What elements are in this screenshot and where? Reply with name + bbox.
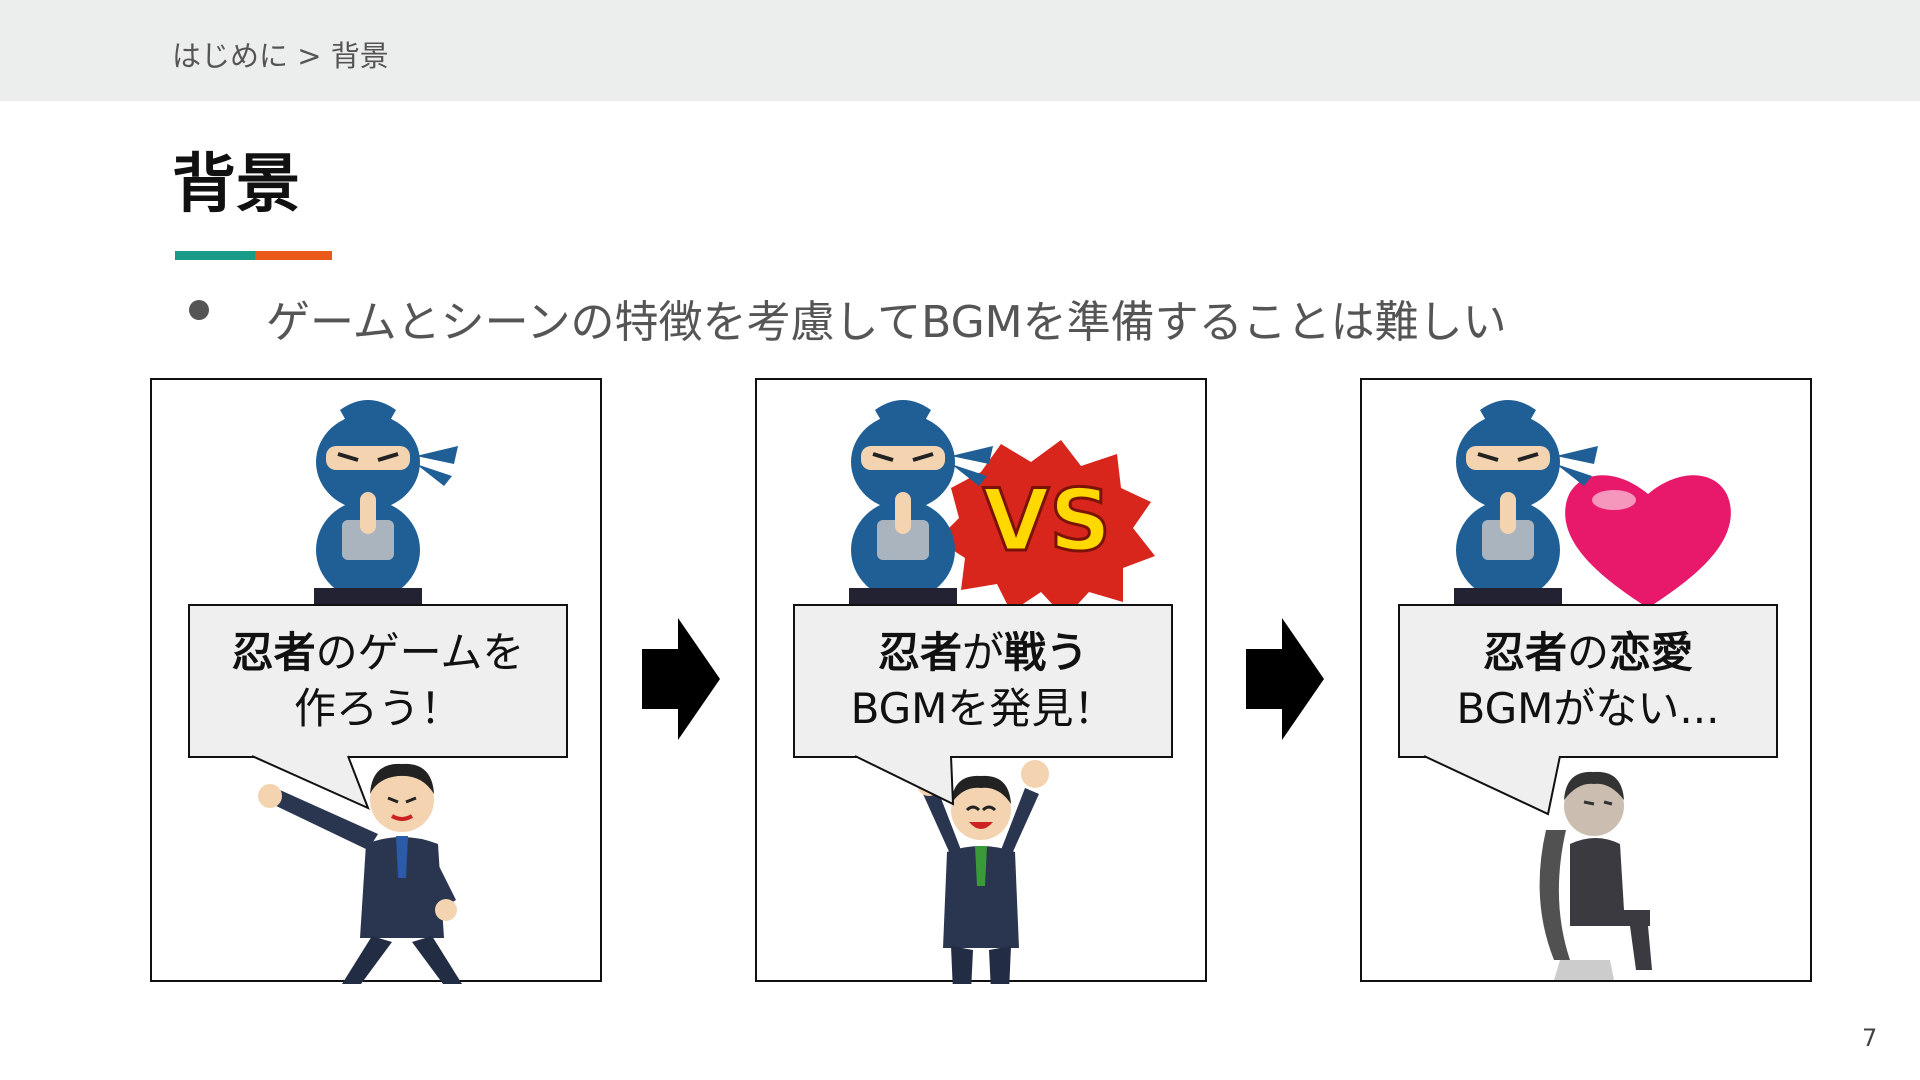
businessman-pointing-icon <box>258 763 462 984</box>
bubble-keyword: 恋愛 <box>1609 628 1694 677</box>
speech-bubble-tail <box>854 755 955 806</box>
bubble-line-2: 作ろう！ <box>293 684 462 733</box>
accent-bar-orange <box>255 251 332 260</box>
right-arrow-icon <box>1246 618 1324 740</box>
bubble-line-2: BGMを発見！ <box>850 684 1116 733</box>
speech-bubble-tail <box>1423 755 1561 816</box>
vs-burst-icon: VS <box>937 440 1155 618</box>
bubble-keyword: 戦う <box>1004 628 1089 677</box>
bullet-point-icon <box>189 300 209 320</box>
speech-bubble: 忍者のゲームを 作ろう！ <box>188 604 568 758</box>
panel-1: 忍者のゲームを 作ろう！ <box>150 378 602 984</box>
panel-3: 忍者の恋愛 BGMがない... <box>1360 378 1812 982</box>
vs-text: VS <box>983 471 1112 571</box>
panel-2-art: VS <box>849 400 1155 984</box>
bubble-text: の <box>1566 628 1609 677</box>
page-number: 7 <box>1862 1024 1878 1052</box>
panel-3-art <box>1454 400 1731 980</box>
bubble-line-2: BGMがない... <box>1456 684 1720 733</box>
speech-bubble: 忍者が戦う BGMを発見！ <box>793 604 1173 758</box>
breadcrumb: はじめに > 背景 <box>172 39 389 73</box>
bubble-text: が <box>961 628 1004 677</box>
ninja-icon <box>1454 400 1598 604</box>
ninja-icon <box>314 400 458 604</box>
speech-bubble-tail <box>251 755 370 810</box>
ninja-icon <box>849 400 993 604</box>
bullet-text: ゲームとシーンの特徴を考慮してBGMを準備することは難しい <box>266 297 1507 348</box>
bubble-keyword: 忍者 <box>877 628 962 677</box>
header-bar: はじめに > 背景 <box>0 0 1920 101</box>
accent-bar-teal <box>175 251 255 260</box>
right-arrow-icon <box>642 618 720 740</box>
panel-1-art <box>258 400 462 984</box>
panel-2: VS 忍者が戦う BGMを発見！ <box>755 378 1207 984</box>
speech-bubble: 忍者の恋愛 BGMがない... <box>1398 604 1778 758</box>
page-title: 背景 <box>172 148 300 222</box>
businessman-depressed-icon <box>1539 771 1652 980</box>
businessman-cheering-icon <box>917 760 1049 984</box>
bubble-keyword: 忍者 <box>1482 628 1567 677</box>
bubble-text: のゲームを <box>315 628 525 677</box>
heart-icon <box>1565 475 1731 608</box>
bubble-keyword: 忍者 <box>231 628 316 677</box>
